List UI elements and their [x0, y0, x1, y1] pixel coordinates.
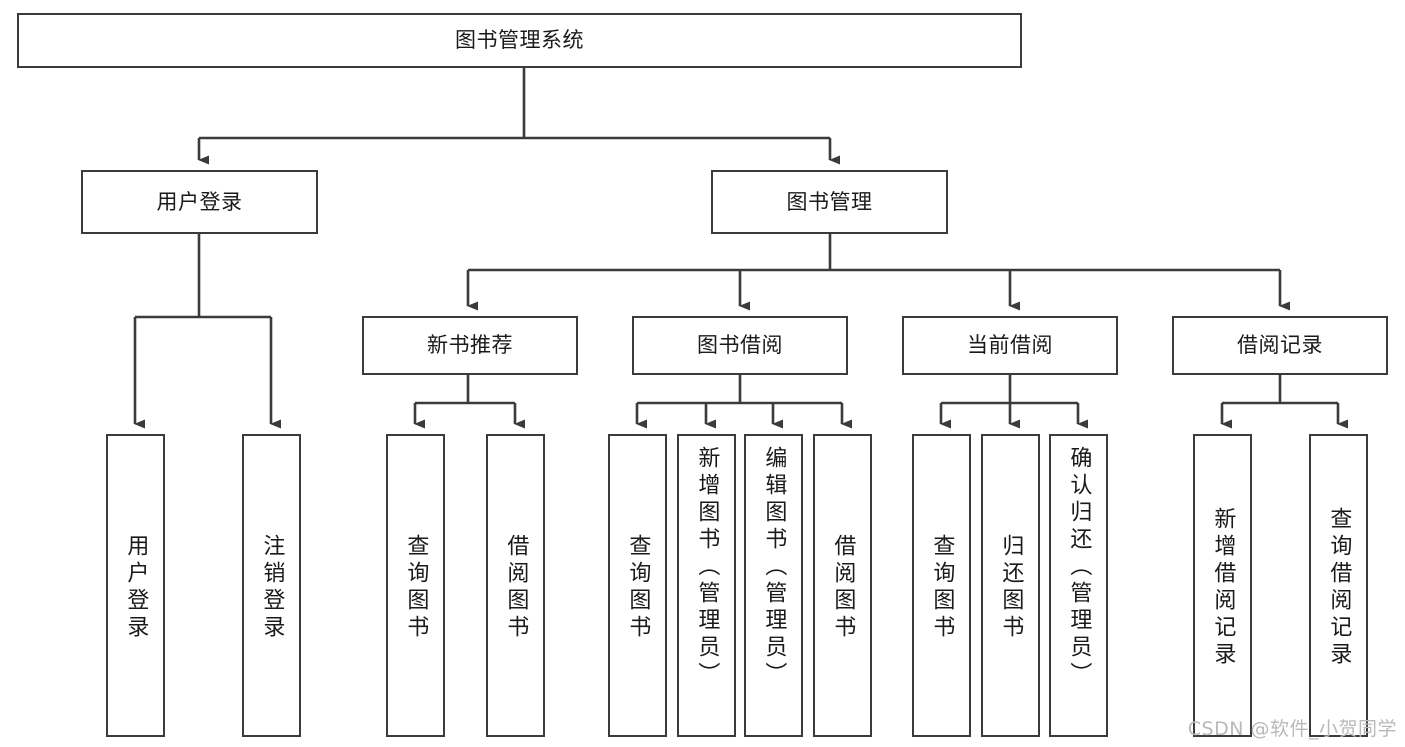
node-root-label: 图书管理系统 — [455, 28, 584, 53]
node-current-borrow-label: 当前借阅 — [967, 333, 1053, 358]
node-borrow-record-label: 借阅记录 — [1237, 333, 1323, 358]
node-leaf-borrow-book-1-label: 借阅图书 — [503, 533, 529, 642]
node-leaf-edit-book-label: 编辑图书（管理员） — [761, 446, 787, 689]
node-leaf-borrow-book-2-label: 借阅图书 — [830, 533, 856, 642]
node-leaf-edit-book[interactable]: 编辑图书（管理员） — [744, 434, 803, 737]
node-borrow-record[interactable]: 借阅记录 — [1172, 316, 1388, 375]
node-book-management-label: 图书管理 — [786, 189, 873, 214]
node-leaf-add-book[interactable]: 新增图书（管理员） — [677, 434, 736, 737]
node-leaf-query-book-1-label: 查询图书 — [403, 533, 429, 642]
node-book-management[interactable]: 图书管理 — [711, 170, 948, 234]
node-leaf-query-book-2[interactable]: 查询图书 — [608, 434, 667, 737]
node-leaf-return-book-label: 归还图书 — [998, 533, 1024, 642]
node-leaf-query-book-1[interactable]: 查询图书 — [386, 434, 445, 737]
node-leaf-confirm-return-label: 确认归还（管理员） — [1066, 446, 1092, 689]
node-leaf-add-record[interactable]: 新增借阅记录 — [1193, 434, 1252, 737]
node-leaf-query-record[interactable]: 查询借阅记录 — [1309, 434, 1368, 737]
node-book-borrow[interactable]: 图书借阅 — [632, 316, 848, 375]
node-leaf-user-login-label: 用户登录 — [123, 533, 149, 642]
node-leaf-query-book-2-label: 查询图书 — [625, 533, 651, 642]
node-leaf-logout-login-label: 注销登录 — [259, 533, 285, 642]
node-root[interactable]: 图书管理系统 — [17, 13, 1022, 68]
node-leaf-query-book-3-label: 查询图书 — [929, 533, 955, 642]
node-leaf-add-book-label: 新增图书（管理员） — [694, 446, 720, 689]
node-new-book-recommend-label: 新书推荐 — [427, 333, 513, 358]
node-leaf-add-record-label: 新增借阅记录 — [1210, 506, 1236, 669]
node-leaf-confirm-return[interactable]: 确认归还（管理员） — [1049, 434, 1108, 737]
node-leaf-borrow-book-1[interactable]: 借阅图书 — [486, 434, 545, 737]
node-leaf-query-book-3[interactable]: 查询图书 — [912, 434, 971, 737]
node-user-login-label: 用户登录 — [156, 189, 243, 214]
node-leaf-logout-login[interactable]: 注销登录 — [242, 434, 301, 737]
node-user-login[interactable]: 用户登录 — [81, 170, 318, 234]
node-new-book-recommend[interactable]: 新书推荐 — [362, 316, 578, 375]
node-current-borrow[interactable]: 当前借阅 — [902, 316, 1118, 375]
node-leaf-return-book[interactable]: 归还图书 — [981, 434, 1040, 737]
node-book-borrow-label: 图书借阅 — [697, 333, 783, 358]
node-leaf-user-login[interactable]: 用户登录 — [106, 434, 165, 737]
node-leaf-borrow-book-2[interactable]: 借阅图书 — [813, 434, 872, 737]
node-leaf-query-record-label: 查询借阅记录 — [1326, 506, 1352, 669]
